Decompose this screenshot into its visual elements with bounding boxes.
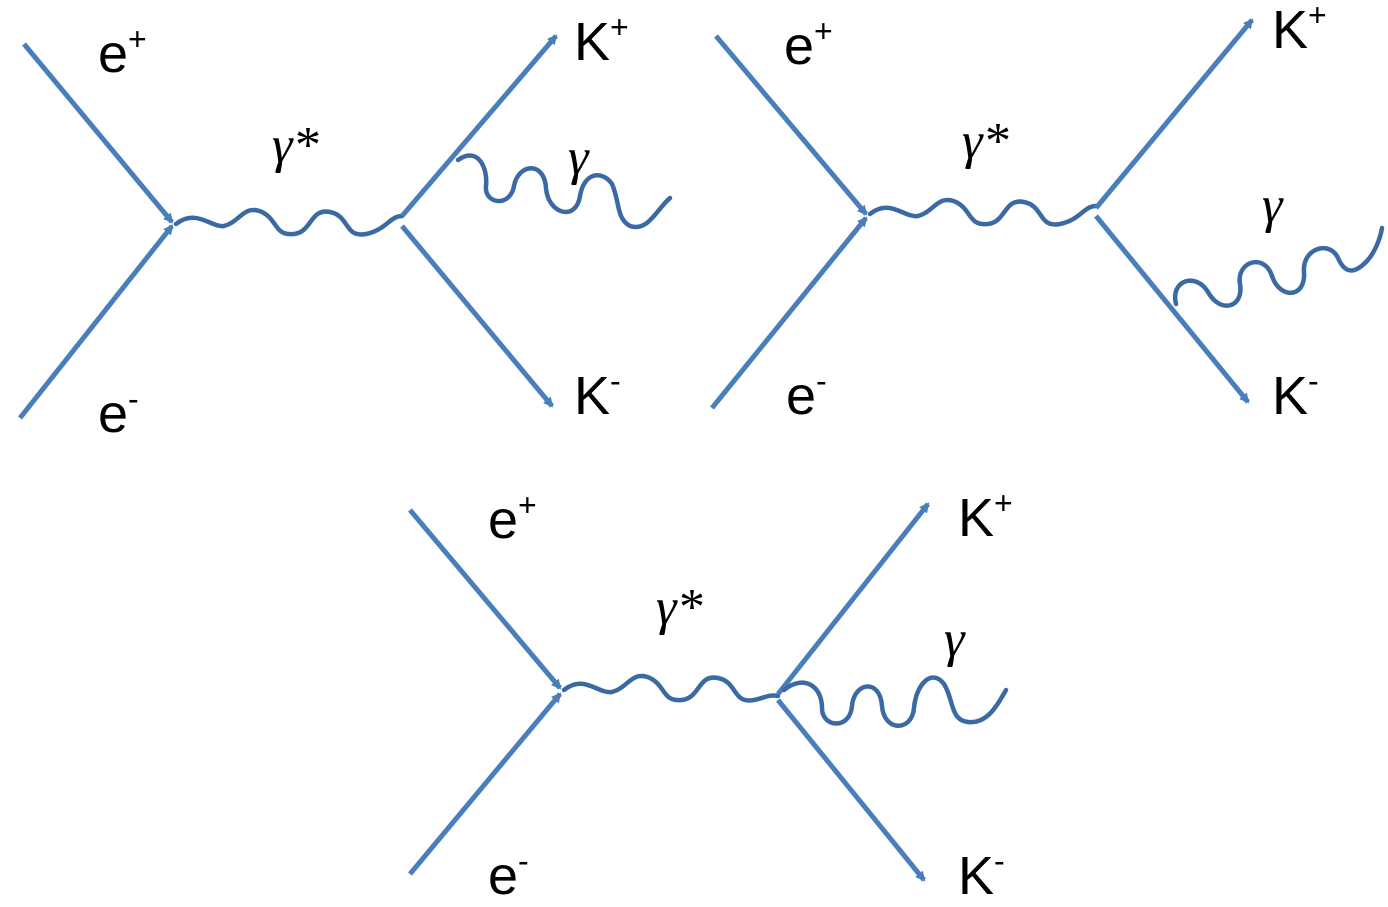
virtual-photon-propagator bbox=[561, 673, 781, 703]
electron-label: e- bbox=[786, 363, 827, 426]
kaon-minus-label: K- bbox=[958, 843, 1005, 906]
kaon-minus-line bbox=[1094, 214, 1250, 404]
kaon-plus-label: K+ bbox=[958, 485, 1013, 548]
positron-line bbox=[408, 508, 562, 690]
positron-line bbox=[22, 42, 174, 224]
diagram-3: e+ e- K+ K- γ* γ bbox=[408, 485, 1013, 906]
positron-label: e+ bbox=[98, 21, 147, 84]
diagram-1: e+ e- K+ K- γ* γ bbox=[18, 9, 673, 444]
electron-label: e- bbox=[98, 381, 139, 444]
photon-label: γ bbox=[944, 611, 966, 668]
electron-line bbox=[18, 224, 174, 420]
kaon-plus-label: K+ bbox=[574, 9, 629, 72]
radiated-photon bbox=[781, 675, 1009, 728]
virtual-photon-label: γ* bbox=[272, 117, 319, 174]
radiated-photon bbox=[455, 153, 673, 230]
kaon-minus-line bbox=[776, 698, 926, 882]
photon-label: γ bbox=[568, 129, 590, 186]
positron-label: e+ bbox=[784, 13, 833, 76]
virtual-photon-propagator bbox=[867, 197, 1099, 227]
electron-line bbox=[408, 692, 562, 876]
positron-label: e+ bbox=[488, 487, 537, 550]
virtual-photon-label: γ* bbox=[962, 113, 1009, 170]
electron-line bbox=[710, 216, 868, 410]
diagram-2: e+ e- K+ K- γ* γ bbox=[710, 0, 1385, 426]
positron-line bbox=[714, 34, 868, 216]
electron-label: e- bbox=[488, 843, 529, 906]
kaon-plus-label: K+ bbox=[1272, 0, 1327, 60]
virtual-photon-propagator bbox=[173, 207, 405, 237]
kaon-plus-line bbox=[1094, 18, 1254, 210]
kaon-minus-label: K- bbox=[574, 363, 621, 426]
kaon-plus-line bbox=[776, 502, 930, 696]
radiated-photon bbox=[1172, 225, 1385, 308]
virtual-photon-label: γ* bbox=[656, 579, 703, 636]
kaon-plus-line bbox=[400, 34, 558, 218]
kaon-minus-label: K- bbox=[1272, 363, 1319, 426]
photon-label: γ bbox=[1262, 177, 1284, 234]
kaon-minus-line bbox=[400, 224, 554, 408]
